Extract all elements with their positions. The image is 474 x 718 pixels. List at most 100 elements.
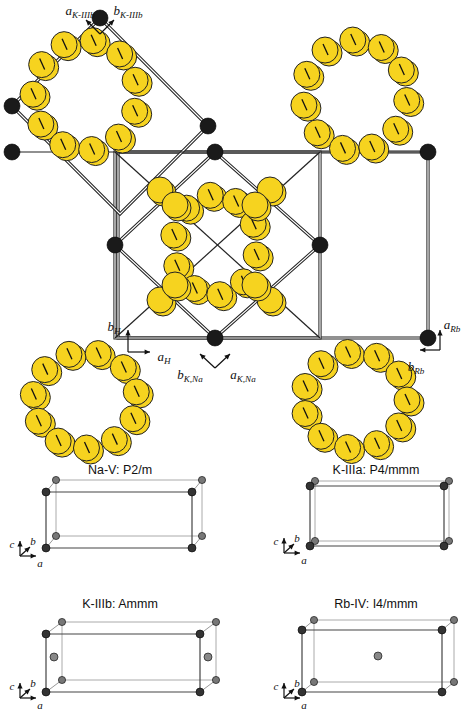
host-sphere bbox=[122, 98, 148, 124]
host-sphere bbox=[20, 382, 46, 408]
bond-stick bbox=[118, 48, 123, 59]
axis-arrow bbox=[86, 20, 100, 34]
atom bbox=[298, 626, 306, 634]
host-sphere bbox=[197, 182, 223, 208]
atom bbox=[4, 144, 20, 160]
host-sphere bbox=[32, 357, 58, 383]
bond-stick bbox=[379, 42, 384, 53]
atom bbox=[204, 653, 212, 661]
host-sphere bbox=[28, 111, 54, 137]
axis-letter: a bbox=[230, 367, 237, 382]
bond-stick bbox=[346, 346, 351, 357]
cell-back bbox=[314, 620, 454, 682]
bond-stick bbox=[397, 368, 402, 379]
axis-subscript: K-IIIb bbox=[72, 10, 95, 20]
host-sphere bbox=[107, 41, 133, 67]
host-sphere bbox=[25, 408, 51, 434]
bond-stick bbox=[67, 348, 72, 359]
axis-label: a bbox=[37, 700, 43, 711]
cell-outline-inner bbox=[115, 152, 320, 338]
host-sphere bbox=[292, 373, 318, 399]
axis-label: b bbox=[294, 533, 300, 544]
axis-letter: b bbox=[408, 359, 415, 374]
host-sphere bbox=[312, 37, 338, 63]
host-sphere bbox=[85, 341, 111, 367]
host-sphere bbox=[294, 61, 320, 87]
axis-label: aK,Na bbox=[230, 368, 255, 381]
cell-title: Rb-IV: I4/mmm bbox=[334, 598, 418, 611]
axis-label: c bbox=[10, 539, 15, 550]
host-sphere bbox=[291, 92, 317, 118]
bond-stick bbox=[405, 394, 410, 405]
atom bbox=[52, 532, 59, 539]
atom bbox=[50, 653, 58, 661]
cell-front bbox=[46, 634, 200, 692]
host-sphere bbox=[292, 401, 318, 427]
cell-front bbox=[310, 486, 444, 546]
host-sphere bbox=[123, 379, 149, 405]
axis-label: c bbox=[274, 681, 279, 692]
host-sphere bbox=[386, 413, 412, 439]
bond-stick bbox=[234, 195, 239, 206]
host-sphere bbox=[394, 87, 420, 113]
bond-stick bbox=[131, 413, 136, 424]
axis-subscript: K-IIIb bbox=[120, 10, 143, 20]
axis-label: bK,Na bbox=[177, 368, 202, 381]
bond-stick bbox=[31, 88, 36, 99]
axis-letter: a bbox=[65, 3, 72, 18]
atom bbox=[450, 616, 457, 623]
bond-stick bbox=[62, 39, 67, 50]
cell-outline-inner bbox=[115, 152, 320, 338]
bond-stick bbox=[323, 44, 328, 55]
cell-front bbox=[302, 630, 442, 692]
axis-arrow bbox=[20, 689, 30, 698]
host-sphere bbox=[56, 341, 82, 367]
arrow-head bbox=[145, 349, 150, 354]
bond-stick bbox=[36, 415, 41, 426]
bond-stick bbox=[31, 389, 36, 400]
bond-stick bbox=[91, 35, 96, 46]
host-sphere bbox=[308, 351, 334, 377]
host-sphere bbox=[162, 272, 188, 298]
axis-letter: b bbox=[177, 367, 184, 382]
axis-arrow bbox=[284, 544, 294, 553]
axis-subscript: Rb bbox=[414, 366, 424, 376]
atom bbox=[196, 688, 204, 696]
atom bbox=[438, 688, 446, 696]
bond-stick bbox=[305, 68, 310, 79]
host-sphere bbox=[329, 135, 355, 161]
bond-stick bbox=[303, 380, 308, 391]
atom bbox=[306, 482, 314, 490]
arrow-head bbox=[281, 538, 286, 543]
arrow-head bbox=[24, 689, 30, 695]
cell-title: K-IIIa: P4/mmm bbox=[333, 464, 420, 477]
bond-stick bbox=[134, 386, 139, 397]
bond-stick bbox=[208, 189, 213, 200]
bond-stick bbox=[302, 99, 307, 110]
host-sphere bbox=[162, 192, 188, 218]
host-sphere bbox=[335, 339, 361, 365]
bond-stick bbox=[370, 141, 375, 152]
axis-arrow bbox=[200, 354, 215, 368]
host-sphere bbox=[364, 431, 390, 457]
atom bbox=[212, 618, 219, 625]
bond-stick bbox=[399, 64, 404, 75]
arrow-head bbox=[17, 683, 22, 688]
axis-label: a bbox=[37, 558, 43, 569]
bond-stick bbox=[303, 408, 308, 419]
atom bbox=[420, 144, 436, 160]
bond-stick bbox=[133, 105, 138, 116]
cell-title: Na-V: P2/m bbox=[88, 464, 152, 477]
atom bbox=[58, 676, 65, 683]
host-sphere bbox=[242, 192, 268, 218]
bond-stick bbox=[112, 434, 117, 445]
axis-arrow bbox=[215, 354, 230, 368]
bond-stick bbox=[175, 260, 180, 271]
arrow-head bbox=[288, 689, 294, 695]
atom bbox=[306, 542, 314, 550]
host-sphere bbox=[73, 435, 99, 461]
host-sphere bbox=[101, 427, 127, 453]
bond-stick bbox=[61, 139, 66, 150]
host-sphere bbox=[394, 387, 420, 413]
